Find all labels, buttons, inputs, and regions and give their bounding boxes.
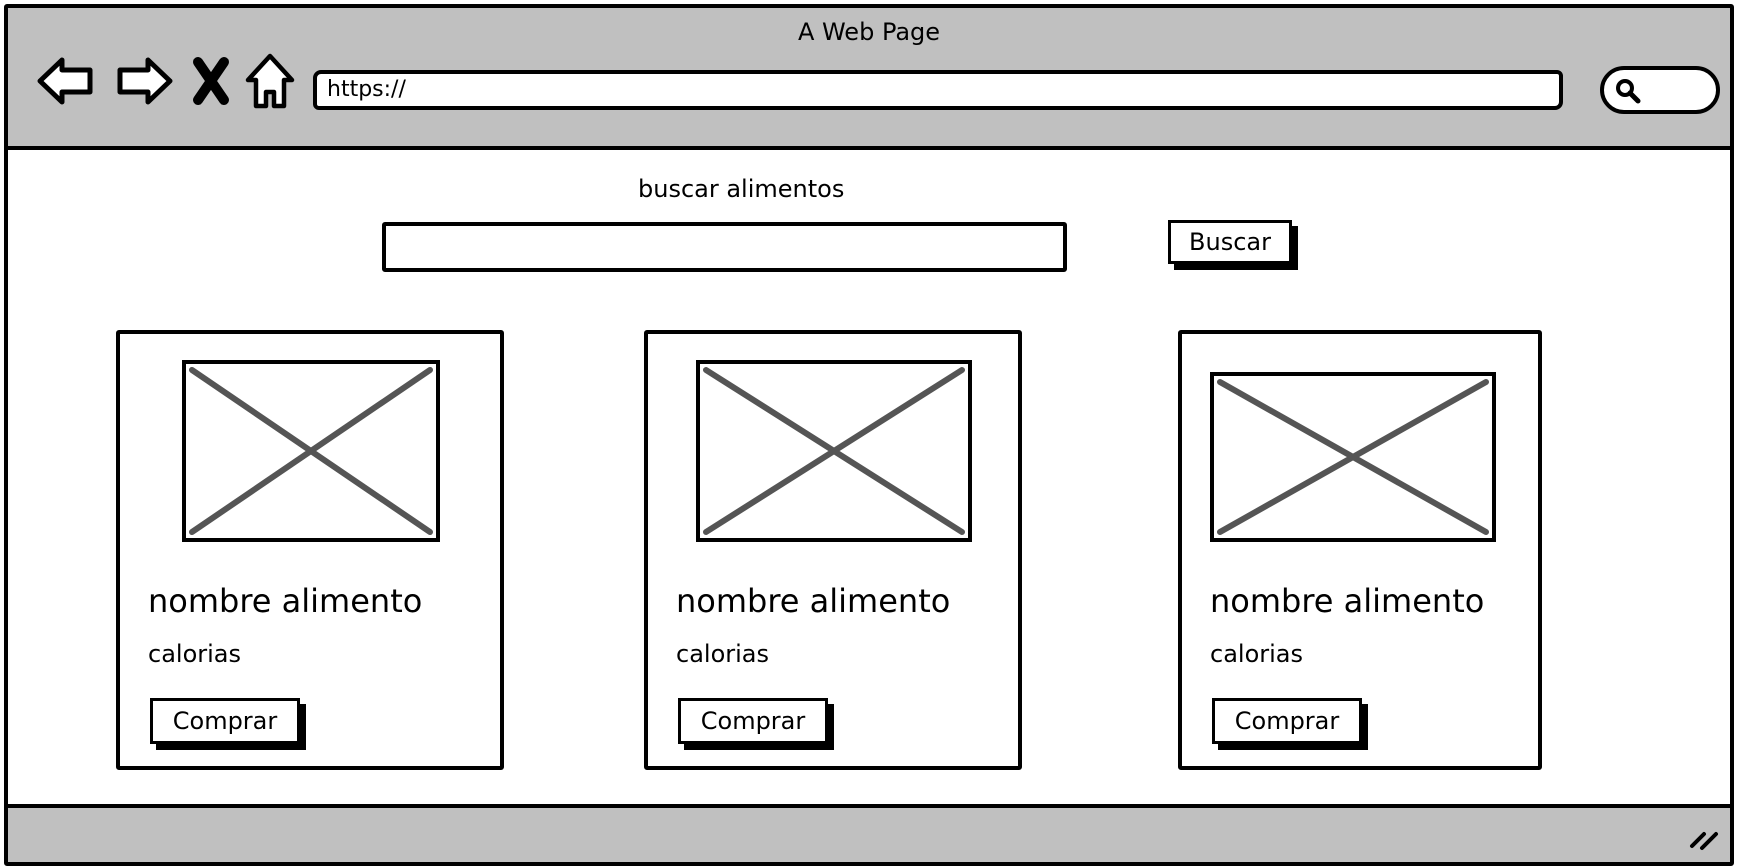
browser-titlebar: A Web Page https:// xyxy=(8,8,1730,150)
search-button[interactable]: Buscar xyxy=(1168,220,1292,264)
browser-statusbar xyxy=(8,804,1730,862)
buy-button[interactable]: Comprar xyxy=(1212,698,1362,744)
food-card: nombre alimento calorias Comprar xyxy=(116,330,504,770)
food-card: nombre alimento calorias Comprar xyxy=(1178,330,1542,770)
url-bar[interactable]: https:// xyxy=(313,70,1563,110)
food-card: nombre alimento calorias Comprar xyxy=(644,330,1022,770)
search-input[interactable] xyxy=(382,222,1067,272)
window-title: A Web Page xyxy=(797,18,941,46)
food-calories: calorias xyxy=(676,640,769,668)
close-x-icon[interactable] xyxy=(188,50,234,112)
food-calories: calorias xyxy=(148,640,241,668)
page-content: buscar alimentos Buscar nombre alimento … xyxy=(8,150,1730,812)
food-name: nombre alimento xyxy=(1210,582,1485,620)
food-name: nombre alimento xyxy=(148,582,423,620)
image-placeholder-icon xyxy=(1210,372,1496,542)
browser-search-field[interactable] xyxy=(1600,66,1720,114)
image-placeholder-icon xyxy=(182,360,440,542)
home-icon[interactable] xyxy=(244,50,296,112)
browser-window: A Web Page https:// xyxy=(4,4,1734,866)
back-arrow-icon[interactable] xyxy=(36,50,98,112)
resize-grip-icon[interactable] xyxy=(1688,820,1720,852)
buy-button[interactable]: Comprar xyxy=(678,698,828,744)
food-name: nombre alimento xyxy=(676,582,951,620)
search-icon xyxy=(1616,79,1641,104)
image-placeholder-icon xyxy=(696,360,972,542)
food-calories: calorias xyxy=(1210,640,1303,668)
search-label: buscar alimentos xyxy=(638,175,845,203)
buy-button[interactable]: Comprar xyxy=(150,698,300,744)
forward-arrow-icon[interactable] xyxy=(112,50,174,112)
